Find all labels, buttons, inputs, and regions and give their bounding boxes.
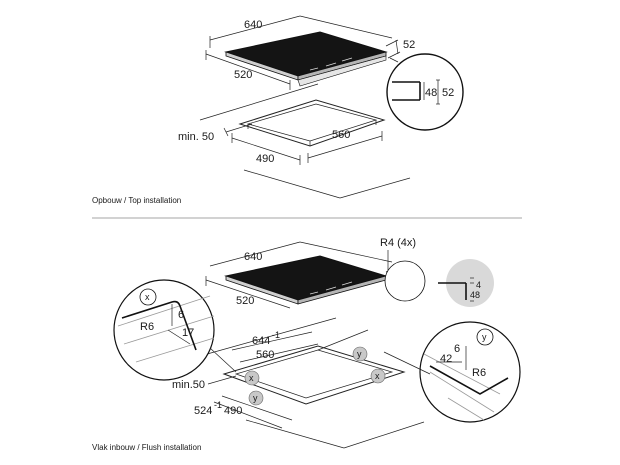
dim-width-flush: 640 (244, 251, 262, 263)
cutout-flush (199, 317, 425, 449)
detail-dim-outer-top: 52 (442, 87, 454, 99)
dim-line-cut-width-top (307, 131, 383, 163)
cutout-top (199, 83, 411, 199)
svg-text:x: x (145, 292, 150, 302)
detail-x-dim-17: 17 (182, 327, 194, 339)
dim-cut-depth-top: 490 (256, 153, 274, 165)
dim-cut-inner-width: 560 (256, 349, 274, 361)
caption-top: Opbouw / Top installation (92, 196, 181, 205)
dim-cut-outer-width-tol: -1 (272, 330, 280, 340)
dim-cut-width-top: 560 (332, 129, 350, 141)
detail-y-dim-42: 42 (440, 353, 452, 365)
dim-line-min-flush (207, 375, 237, 385)
detail-circle-section (438, 259, 494, 307)
dim-line-cut-inner-width (239, 343, 319, 363)
top-installation-section: 640 520 52 (92, 15, 464, 205)
dim-depth-top: 520 (234, 69, 252, 81)
caption-flush: Vlak inbouw / Flush installation (92, 443, 201, 452)
hob-flush (224, 255, 388, 305)
dim-line-width-flush (209, 241, 393, 267)
cutout-marker-y-top: y (352, 346, 368, 362)
dim-line-width-top (209, 15, 393, 48)
dim-line-min-top (223, 123, 253, 137)
dim-line-cut-depth-a (213, 401, 283, 429)
detail-x-label-badge: x (139, 288, 157, 306)
detail-y-label-badge: y (476, 328, 494, 346)
dim-min-clearance-top: min. 50 (178, 131, 214, 143)
dim-line-height-top (385, 39, 401, 59)
dim-cut-inner-depth: 490 (224, 405, 242, 417)
svg-text:y: y (253, 393, 258, 403)
dim-radius-corners: R4 (4x) (380, 237, 416, 249)
dim-line-cut-depth-top (231, 133, 301, 165)
svg-text:y: y (482, 332, 487, 342)
cutout-marker-x-left: x (244, 370, 260, 386)
detail-y-circle (383, 321, 521, 423)
dim-depth-flush: 520 (236, 295, 254, 307)
svg-text:x: x (249, 373, 254, 383)
dim-line-cut-outer-width (231, 331, 313, 351)
detail-small-dim-48: 48 (470, 290, 480, 300)
dim-line-depth-flush (205, 276, 291, 309)
dim-cut-outer-width: 644 (252, 335, 270, 347)
detail-y-radius: R6 (472, 367, 486, 379)
cutout-marker-x-right: x (370, 368, 386, 384)
detail-x-dim-6: 6 (178, 309, 184, 321)
dim-cut-outer-depth: 524 (194, 405, 212, 417)
detail-x-radius: R6 (140, 321, 154, 333)
svg-text:y: y (357, 349, 362, 359)
dim-line-cut-depth-b (221, 395, 293, 421)
cutout-marker-y-bottom: y (248, 390, 264, 406)
hob-top (224, 31, 388, 87)
dim-line-depth-top (205, 50, 291, 90)
detail-dim-inner-top: 48 (425, 87, 437, 99)
detail-circle-top (386, 53, 464, 131)
detail-x-circle (113, 279, 237, 381)
flush-installation-section: 640 520 R4 (4x) 52 4 48 (92, 237, 521, 452)
dim-width-top: 640 (244, 19, 262, 31)
svg-text:x: x (375, 371, 380, 381)
dim-height-top: 52 (403, 39, 415, 51)
detail-circle-small (384, 260, 426, 302)
detail-y-dim-6: 6 (454, 343, 460, 355)
dim-cut-outer-depth-tol: -1 (214, 400, 222, 410)
detail-small-dim-4: 4 (476, 280, 481, 290)
dim-min-clearance-flush: min.50 (172, 379, 205, 391)
